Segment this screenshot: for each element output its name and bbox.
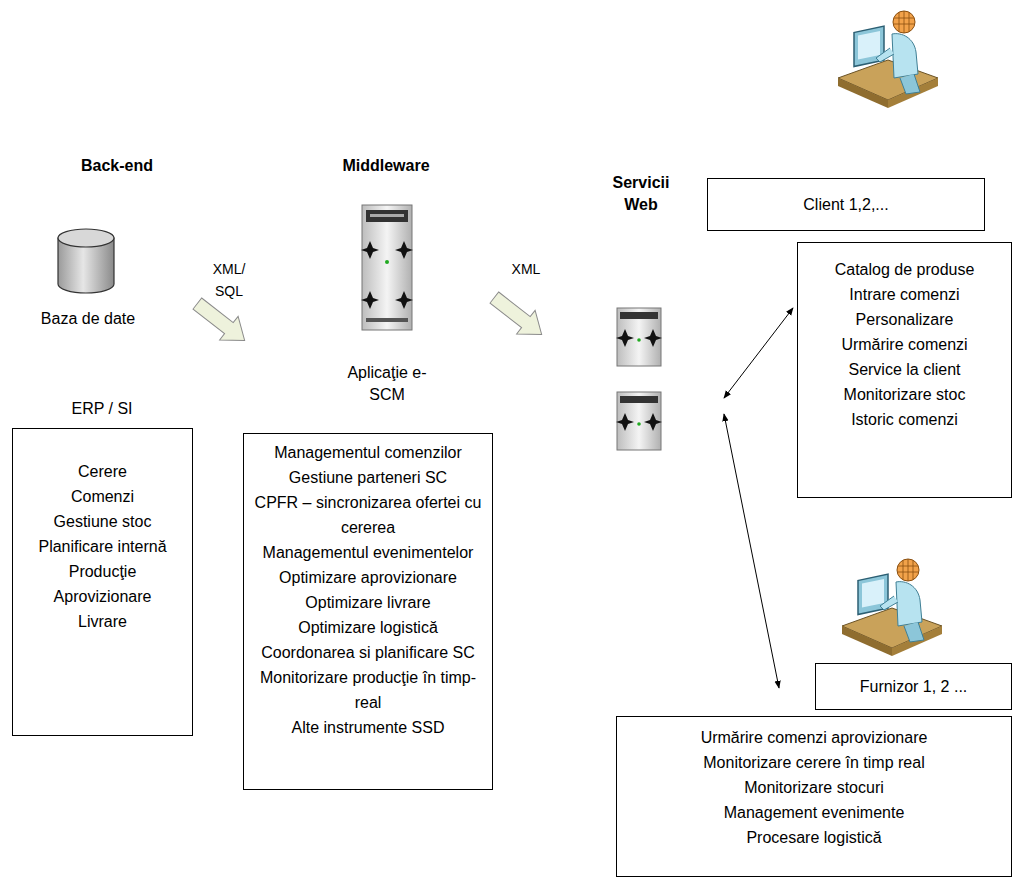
box-text: Personalizare	[806, 307, 1003, 332]
box-text: Producţie	[21, 559, 184, 584]
box-text: Optimizare logistică	[252, 615, 484, 640]
box-text: Catalog de produse	[806, 257, 1003, 282]
function-box: Urmărire comenzi aprovizionareMonitoriza…	[616, 716, 1012, 877]
actor-box: Furnizor 1, 2 ...	[815, 663, 1012, 710]
box-text: Client 1,2,...	[716, 192, 976, 217]
function-box: Managementul comenzilorGestiune partener…	[243, 433, 493, 790]
box-text: Monitorizare cerere în timp real	[625, 750, 1003, 775]
box-text: Furnizor 1, 2 ...	[824, 674, 1003, 699]
box-text: Intrare comenzi	[806, 282, 1003, 307]
server-icon	[616, 392, 662, 450]
box-text: Cerere	[21, 459, 184, 484]
format-label: XML	[512, 258, 541, 280]
box-text: CPFR – sincronizarea ofertei cu cererea	[252, 490, 484, 540]
box-text: Urmărire comenzi aprovizionare	[625, 725, 1003, 750]
box-text: Managementul evenimentelor	[252, 540, 484, 565]
box-text: Monitorizare producţie în timp-real	[252, 665, 484, 715]
actor-box: Client 1,2,...	[707, 178, 985, 231]
system-box: CerereComenziGestiune stocPlanificare in…	[12, 428, 193, 736]
server-icon	[616, 308, 662, 366]
database-icon	[58, 229, 114, 293]
box-text: Alte instrumente SSD	[252, 715, 484, 740]
box-text: Livrare	[21, 609, 184, 634]
box-text: Istoric comenzi	[806, 407, 1003, 432]
user-icon	[842, 559, 942, 656]
server-icon	[361, 205, 413, 330]
user-icon	[838, 11, 938, 108]
box-text: Optimizare aprovizionare	[252, 565, 484, 590]
box-text: Coordonarea si planificare SC	[252, 640, 484, 665]
box-text: Optimizare livrare	[252, 590, 484, 615]
box-text: Service la client	[806, 357, 1003, 382]
box-text: Comenzi	[21, 484, 184, 509]
function-box: Catalog de produseIntrare comenziPersona…	[797, 242, 1012, 498]
section-heading: Servicii Web	[601, 172, 681, 216]
flow-arrow	[485, 286, 551, 347]
icon-label: Baza de date	[41, 308, 135, 330]
box-text: Monitorizare stoc	[806, 382, 1003, 407]
box-text: Urmărire comenzi	[806, 332, 1003, 357]
link-arrow	[724, 308, 793, 398]
box-text: Monitorizare stocuri	[625, 775, 1003, 800]
link-arrow	[724, 414, 779, 688]
format-label: XML/ SQL	[206, 258, 252, 302]
section-heading: Back-end	[81, 155, 153, 177]
box-text: Management evenimente	[625, 800, 1003, 825]
section-heading: Middleware	[342, 155, 429, 177]
box-text: Procesare logistică	[625, 825, 1003, 850]
box-text: Planificare internă	[21, 534, 184, 559]
flow-arrow	[188, 292, 254, 353]
box-text: Gestiune parteneri SC	[252, 465, 484, 490]
box-text: Aprovizionare	[21, 584, 184, 609]
icon-label: Aplicaţie e-SCM	[337, 362, 437, 406]
system-label: ERP / SI	[71, 398, 132, 420]
box-text: Managementul comenzilor	[252, 440, 484, 465]
box-text: Gestiune stoc	[21, 509, 184, 534]
